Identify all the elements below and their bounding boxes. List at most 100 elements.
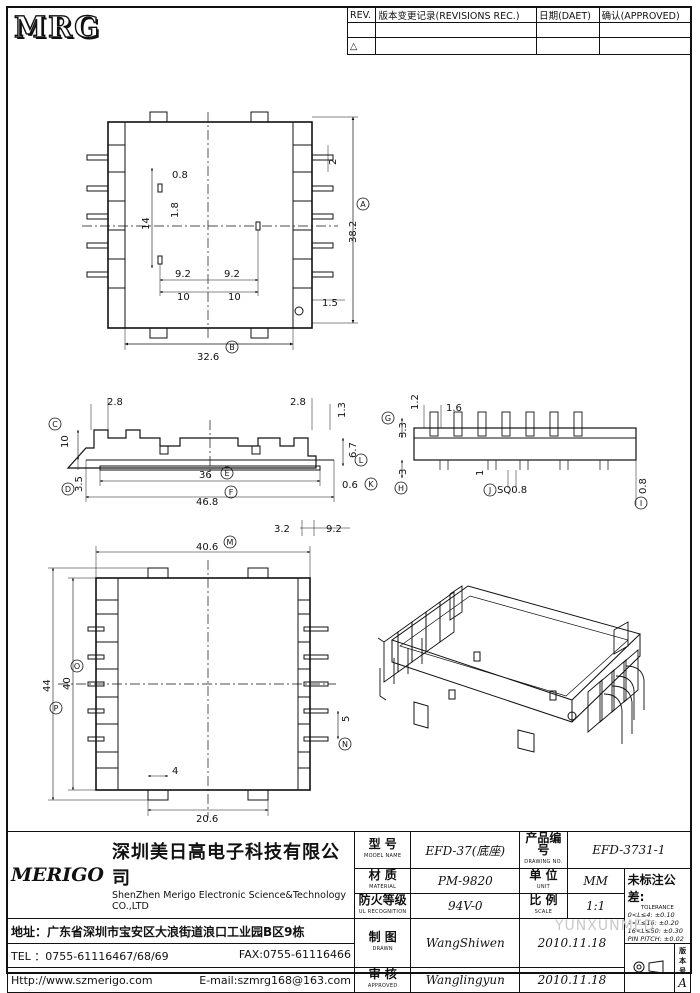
- label-j: J: [488, 486, 491, 495]
- front-view: [66, 398, 350, 536]
- label-a: A: [360, 200, 366, 209]
- label-m: M: [227, 538, 234, 547]
- dim-side-d: 3: [398, 469, 409, 475]
- tolerance-line: PIN PITCH: ±0.02: [627, 935, 684, 943]
- title-block: MERIGO 深圳美日高电子科技有限公司 ShenZhen Merigo Ele…: [7, 831, 692, 993]
- version-value: A: [678, 976, 687, 990]
- rev-cell: [375, 37, 538, 55]
- dim-top-half-b: 9.2: [224, 269, 240, 280]
- tolerance-sub: TOLERANCE: [640, 905, 674, 911]
- contact-row: TEL ：0755-61116467/68/69 FAX:0755-611164…: [7, 943, 355, 968]
- dim-front-inner: 36: [199, 470, 212, 481]
- web-row: Http://www.szmerigo.com E-mail:szmrg168@…: [7, 967, 355, 993]
- label-c: C: [52, 420, 58, 429]
- drawn-date: 2010.11.18: [519, 918, 625, 968]
- label-k: K: [368, 480, 374, 489]
- model-value: EFD-37(底座): [410, 831, 521, 869]
- dim-bottom-pitch: 5: [341, 716, 352, 722]
- tel: TEL ：0755-61116467/68/69: [11, 949, 169, 963]
- dim-bottom-tab: 4: [172, 766, 178, 777]
- projection-symbol-icon: [633, 959, 664, 974]
- bottom-view: [48, 546, 340, 818]
- dim-top-ten-b: 10: [228, 292, 241, 303]
- dim-front-foot: 6.7: [348, 442, 359, 458]
- dim-side-b: 1.6: [446, 403, 462, 414]
- mrg-logo: MRG: [13, 10, 101, 44]
- fax: FAX:0755-61116466: [238, 947, 351, 961]
- email: E-mail:szmrg168@163.com: [199, 973, 351, 987]
- drawing-no-value: EFD-3731-1: [566, 831, 692, 869]
- side-view: [400, 405, 637, 505]
- dim-front-right-step: 2.8: [290, 397, 306, 408]
- dim-front-height: 10: [60, 435, 71, 448]
- dim-side-c: 3.3: [398, 422, 409, 438]
- address: 地址：广东省深圳市宝安区大浪街道浪口工业园B区9栋: [7, 918, 355, 944]
- label-b: B: [229, 343, 235, 352]
- tolerance-line: 16<L≤50: ±0.30: [627, 927, 683, 935]
- dim-side-e: 1: [475, 470, 486, 476]
- label-e: E: [224, 469, 229, 478]
- dim-front-offset-b: 9.2: [326, 524, 342, 535]
- version-cell: 版本号 A: [674, 943, 691, 993]
- drawn-by: WangShiwen: [410, 918, 521, 968]
- tolerance-line: 0<L≤4: ±0.10: [627, 911, 675, 919]
- top-view: [82, 111, 358, 350]
- label-f: F: [229, 488, 234, 497]
- label-o: O: [74, 662, 80, 671]
- dim-top-slot-w: 0.8: [172, 170, 188, 181]
- dim-top-slot-span: 14: [141, 217, 152, 230]
- isometric-view: [377, 585, 645, 753]
- dim-top-half-a: 9.2: [175, 269, 191, 280]
- dim-top-width: 32.6: [197, 352, 219, 363]
- dim-front-base: 3.5: [74, 476, 85, 492]
- dim-top-pin-offset: 2: [328, 159, 339, 165]
- label-n: N: [342, 740, 348, 749]
- tolerance-cell: 未标注公差: TOLERANCE 0<L≤4: ±0.10 4<L≤16: ±0…: [623, 868, 692, 944]
- label-d: D: [65, 485, 71, 494]
- dim-side-a: 1.2: [410, 394, 421, 410]
- version-label: 版本号: [679, 947, 687, 975]
- dim-top-hole: 1.5: [322, 298, 338, 309]
- dim-front-right-top: 1.3: [337, 402, 348, 418]
- rev-cell: [598, 37, 692, 55]
- flame-value: 94V-0: [410, 893, 521, 919]
- company-name-cn: 深圳美日高电子科技有限公司: [111, 842, 340, 889]
- dim-top-height: 38.2: [348, 221, 359, 243]
- dim-bottom-base: 20.6: [196, 814, 218, 825]
- tolerance-title: 未标注公差:: [627, 873, 676, 904]
- dim-side-f: 0.8: [638, 478, 649, 494]
- approved-by: Wanglingyun: [410, 967, 521, 993]
- projection-cell: [623, 943, 676, 993]
- merigo-logo: MERIGO: [11, 864, 104, 886]
- rev-triangle-icon: △: [346, 37, 377, 55]
- company-name-en: ShenZhen Merigo Electronic Science&Techn…: [111, 890, 347, 912]
- label-h: H: [398, 484, 404, 493]
- dim-front-left-step: 2.8: [107, 397, 123, 408]
- company-cell: MERIGO 深圳美日高电子科技有限公司 ShenZhen Merigo Ele…: [7, 831, 355, 919]
- label-p: P: [54, 704, 59, 713]
- label-g: G: [385, 414, 391, 423]
- dim-top-ten-a: 10: [177, 292, 190, 303]
- dim-side-sq: SQ0.8: [497, 485, 527, 496]
- dim-top-slot-h: 1.8: [170, 202, 181, 218]
- label-l: L: [359, 456, 364, 465]
- dim-bottom-height: 44: [42, 679, 53, 692]
- unit-value: MM: [566, 868, 625, 894]
- tolerance-line: 4<L≤16: ±0.20: [627, 919, 679, 927]
- material-value: PM-9820: [410, 868, 521, 894]
- label-i: I: [640, 499, 642, 508]
- dim-front-overall: 46.8: [196, 497, 218, 508]
- dim-bottom-width: 40.6: [196, 542, 218, 553]
- scale-value: 1:1: [566, 893, 625, 919]
- website: Http://www.szmerigo.com: [11, 973, 153, 987]
- approved-date: 2010.11.18: [519, 967, 625, 993]
- dim-front-offset-a: 3.2: [274, 524, 290, 535]
